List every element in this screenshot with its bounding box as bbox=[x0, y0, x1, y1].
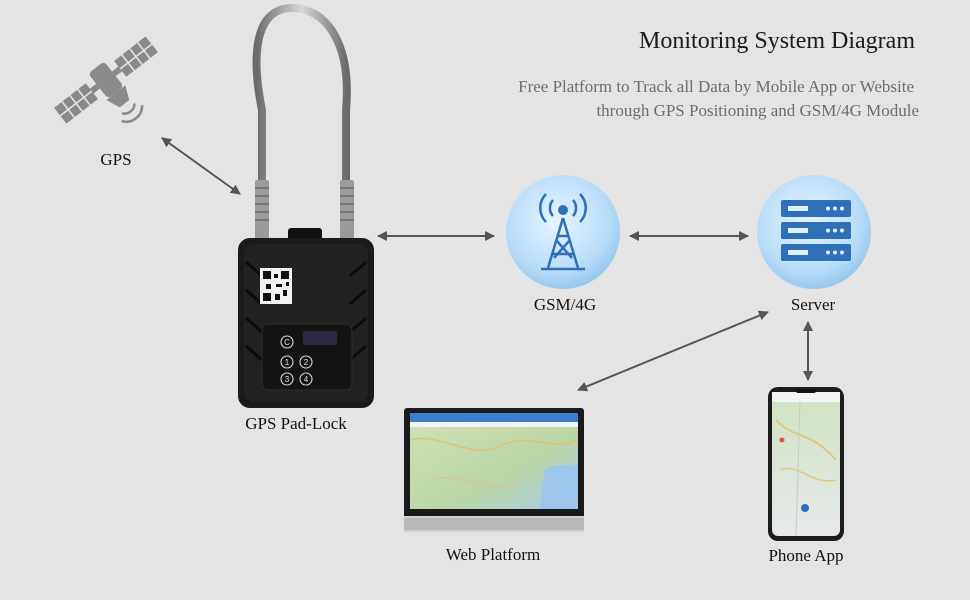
key-3-label: 3 bbox=[285, 375, 290, 384]
server-node bbox=[757, 175, 871, 289]
web-platform-label: Web Platform bbox=[445, 545, 541, 564]
arrow-gps-padlock bbox=[161, 137, 241, 195]
key-2-label: 2 bbox=[304, 358, 309, 367]
cell-tower-icon bbox=[539, 193, 587, 271]
gps-label: GPS bbox=[100, 150, 132, 169]
key-3 bbox=[280, 372, 294, 386]
padlock-device: C 1 2 3 4 bbox=[238, 3, 374, 408]
gsm-node bbox=[506, 175, 620, 289]
diagram-subtitle-line1: Free Platform to Track all Data by Mobil… bbox=[518, 77, 914, 96]
gsm-label: GSM/4G bbox=[533, 295, 597, 314]
padlock-keypad bbox=[280, 335, 313, 386]
smartphone-icon bbox=[768, 387, 844, 541]
key-2 bbox=[299, 355, 313, 369]
satellite-icon bbox=[54, 36, 158, 124]
key-clear-label: C bbox=[284, 338, 290, 347]
diagram-subtitle-line2: through GPS Positioning and GSM/4G Modul… bbox=[596, 101, 919, 120]
diagram-title: Monitoring System Diagram bbox=[639, 28, 915, 54]
key-clear bbox=[280, 335, 294, 349]
key-4 bbox=[299, 372, 313, 386]
key-4-label: 4 bbox=[304, 375, 309, 384]
phone-app-label: Phone App bbox=[768, 546, 844, 565]
server-rack-icon bbox=[781, 200, 851, 261]
padlock-label: GPS Pad-Lock bbox=[245, 414, 347, 433]
key-1-label: 1 bbox=[285, 358, 290, 367]
connector-arrows bbox=[161, 137, 813, 392]
arrow-server-web bbox=[577, 310, 769, 392]
server-label: Server bbox=[790, 295, 836, 314]
key-1 bbox=[280, 355, 294, 369]
web-platform-monitor-icon bbox=[404, 408, 584, 532]
gsm-bubble bbox=[506, 175, 620, 289]
